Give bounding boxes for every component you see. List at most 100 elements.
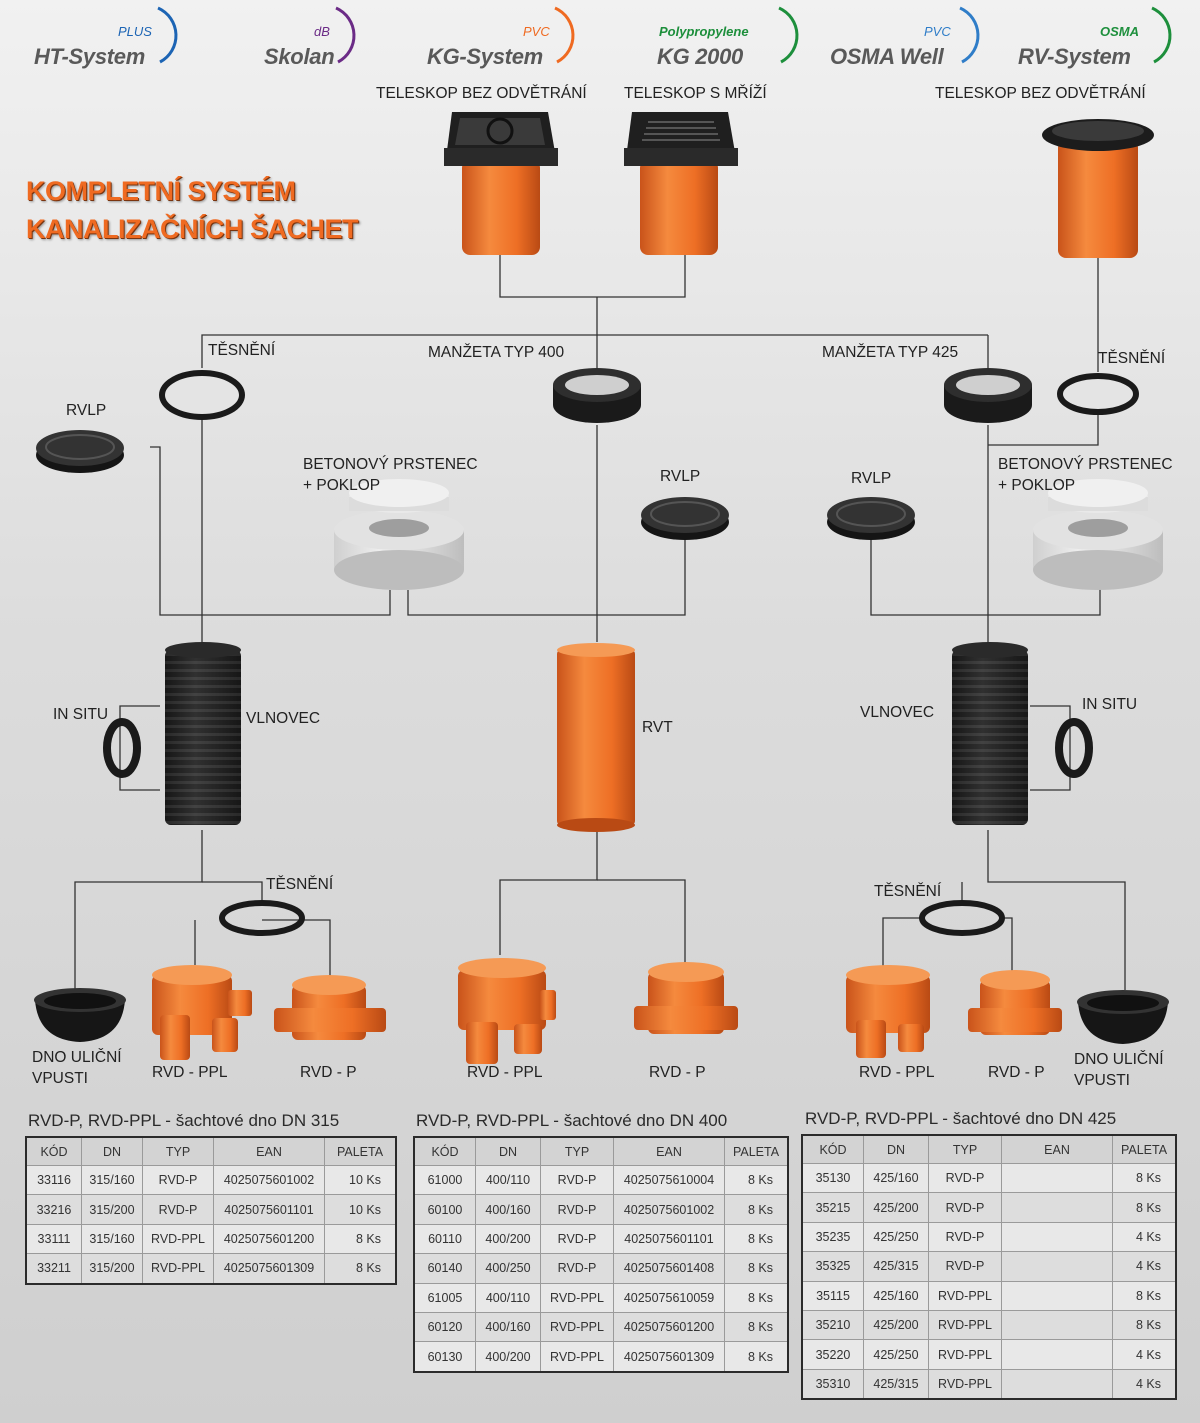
title-line-1: KOMPLETNÍ SYSTÉM [26,176,296,206]
cell-dn: 315/200 [81,1253,143,1285]
label-rvlp-1: RVLP [66,402,107,419]
manzeta-400 [553,368,641,423]
cell-dn: 400/110 [475,1164,541,1196]
cell-ean: 4025075601002 [613,1194,725,1225]
cell-kod: 35210 [801,1309,864,1341]
col-paleta: PALETA [1112,1134,1177,1164]
cell-ean [1001,1221,1113,1253]
rvd-p-base-2 [634,962,738,1034]
cell-dn: 425/160 [863,1280,929,1311]
brand-osma-well: PVC OSMA Well [830,6,980,69]
brand-sup: PLUS [118,24,152,39]
col-dn: DN [475,1136,541,1166]
label-tesneni-3: TĚSNĚNÍ [266,876,334,893]
label-rvd-p-3: RVD - P [988,1064,1045,1081]
cell-paleta: 4 Ks [1112,1221,1177,1253]
vlnovec-pipe-2 [952,642,1028,825]
brand-rv-system: OSMA RV-System [1018,6,1188,69]
table-title-dn400: RVD-P, RVD-PPL - šachtové dno DN 400 [416,1111,728,1130]
manzeta-425 [944,368,1032,423]
brand-kg-system: PVC KG-System [427,6,587,69]
cell-dn: 425/315 [863,1368,929,1400]
cell-typ: RVD-P [928,1221,1002,1253]
cell-typ: RVD-P [540,1253,614,1284]
cell-paleta: 8 Ks [724,1341,789,1373]
cell-dn: 400/200 [475,1223,541,1255]
cell-paleta: 8 Ks [724,1311,789,1343]
cell-paleta: 8 Ks [724,1164,789,1196]
col-ean: EAN [613,1136,725,1166]
dno-ulicni-vpusti-1 [34,988,126,1042]
label-in-situ-2: IN SITU [1082,696,1138,713]
cell-dn: 400/160 [475,1194,541,1225]
label-poklop-2: + POKLOP [998,477,1076,494]
cell-dn: 315/160 [81,1223,143,1255]
cell-kod: 35215 [801,1192,864,1223]
col-typ: TYP [540,1136,614,1166]
cell-typ: RVD-PPL [928,1280,1002,1311]
cell-paleta: 10 Ks [324,1164,397,1196]
betonovy-prstenec-2 [1033,479,1163,590]
cell-dn: 400/200 [475,1341,541,1373]
cell-kod: 60130 [413,1341,476,1373]
cell-dn: 315/200 [81,1194,143,1225]
table-title-dn425: RVD-P, RVD-PPL - šachtové dno DN 425 [805,1109,1117,1128]
cell-ean: 4025075610004 [613,1164,725,1196]
cell-dn: 425/160 [863,1162,929,1194]
rvd-ppl-base-3 [846,965,930,1058]
cell-ean: 4025075601101 [613,1223,725,1255]
brand-sup: PVC [924,24,951,39]
brand-ht-system: PLUS HT-System [32,6,192,69]
col-kod: KÓD [801,1134,864,1164]
rvd-p-base-1 [274,975,386,1040]
label-betonovy-prstenec-2: BETONOVÝ PRSTENEC [998,456,1173,473]
col-ean: EAN [213,1136,325,1166]
label-tesneni-4: TĚSNĚNÍ [874,883,942,900]
tesneni-ring-3 [219,900,305,936]
label-dno-ulicni-1: DNO ULIČNÍ [32,1049,122,1066]
cell-dn: 425/250 [863,1221,929,1253]
cell-dn: 400/250 [475,1253,541,1284]
cell-kod: 60110 [413,1223,476,1255]
cell-typ: RVD-P [540,1194,614,1225]
cell-kod: 33216 [25,1194,82,1225]
cell-kod: 33116 [25,1164,82,1196]
rvd-p-base-3 [968,970,1062,1035]
page-title: KOMPLETNÍ SYSTÉM KANALIZAČNÍCH ŠACHET [26,172,358,248]
rvd-ppl-base-2 [458,958,556,1064]
cell-kod: 35310 [801,1368,864,1400]
brand-name: Skolan [264,44,335,69]
cell-typ: RVD-P [928,1192,1002,1223]
cell-dn: 425/200 [863,1192,929,1223]
cell-ean: 4025075601101 [213,1194,325,1225]
cell-kod: 35325 [801,1251,864,1282]
label-teleskop-bez-odvetrani-2: TELESKOP BEZ ODVĚTRÁNÍ [935,85,1146,102]
cell-typ: RVD-PPL [142,1223,214,1255]
cell-paleta: 4 Ks [1112,1251,1177,1282]
brand-swoosh-icon [1151,6,1172,64]
label-rvlp-2: RVLP [660,468,701,485]
cell-kod: 35220 [801,1339,864,1370]
label-rvd-ppl-3: RVD - PPL [859,1064,935,1081]
rvlp-cover-1 [36,430,124,473]
table-title-dn315: RVD-P, RVD-PPL - šachtové dno DN 315 [28,1111,340,1130]
label-betonovy-prstenec-1: BETONOVÝ PRSTENEC [303,456,478,473]
cell-kod: 33211 [25,1253,82,1285]
cell-ean [1001,1339,1113,1370]
cell-typ: RVD-PPL [928,1368,1002,1400]
cell-ean [1001,1192,1113,1223]
label-vpusti-2: VPUSTI [1074,1072,1130,1089]
brand-name: RV-System [1018,44,1131,69]
rvlp-cover-3 [827,497,915,540]
cell-typ: RVD-PPL [928,1339,1002,1370]
cell-typ: RVD-P [142,1164,214,1196]
